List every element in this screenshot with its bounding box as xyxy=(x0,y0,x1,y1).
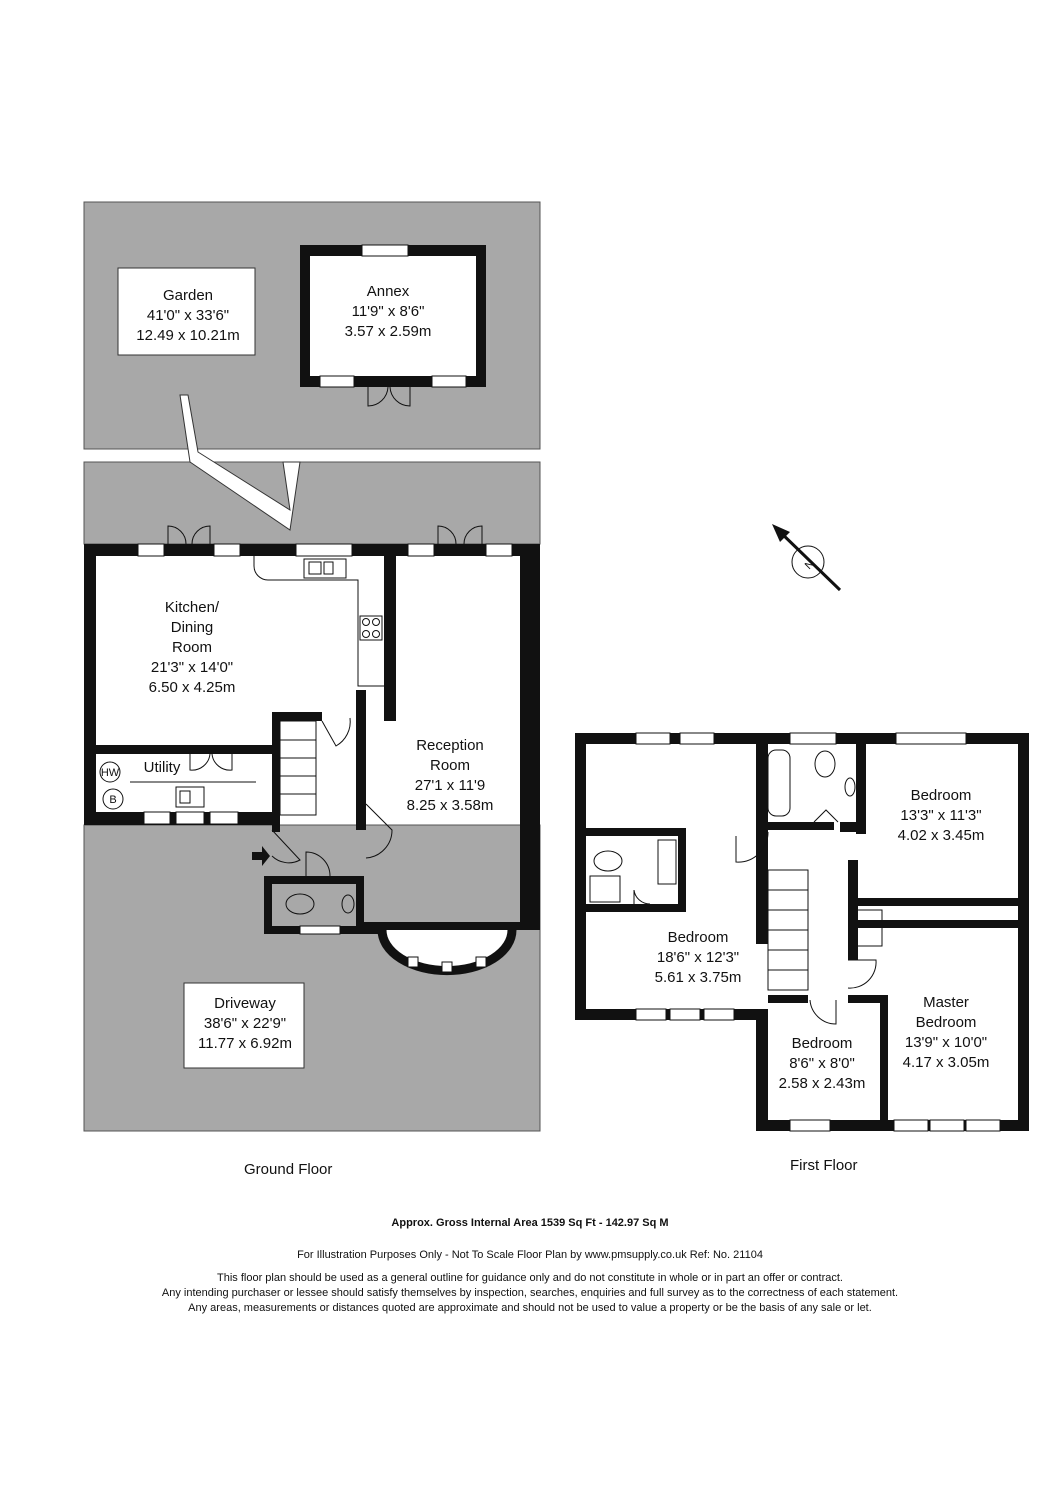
disclaimer-line-1: This floor plan should be used as a gene… xyxy=(217,1272,843,1284)
bedroom-large-imperial: 18'6" x 12'3" xyxy=(657,949,739,966)
entrance-arrow-icon xyxy=(252,846,270,866)
master-name-1: Master xyxy=(923,994,969,1011)
ensuite-shower-icon xyxy=(589,875,621,903)
annex-name: Annex xyxy=(367,283,410,300)
first-windows xyxy=(635,732,1001,1132)
bedroom-large-metric: 5.61 x 3.75m xyxy=(655,969,742,986)
toilet-icon xyxy=(285,893,315,915)
hot-water-label: HW xyxy=(101,767,120,779)
upstairs-toilet-icon xyxy=(814,750,836,778)
bedroom-small-imperial: 8'6" x 8'0" xyxy=(789,1055,855,1072)
compass-icon xyxy=(772,524,842,592)
ground-doors xyxy=(167,525,483,877)
first-floor-walls xyxy=(575,733,1029,1131)
bedroom-right-imperial: 13'3" x 11'3" xyxy=(900,807,981,824)
hob-icon xyxy=(359,615,383,641)
kitchen-counter xyxy=(253,556,384,687)
upstairs-basin-icon xyxy=(844,777,856,797)
first-stairs xyxy=(767,869,809,991)
hot-water-icon xyxy=(99,761,121,783)
reception-imperial: 27'1 x 11'9 xyxy=(415,777,486,794)
master-name-2: Bedroom xyxy=(916,1014,977,1031)
annex-building xyxy=(300,244,486,407)
bedroom-right-metric: 4.02 x 3.45m xyxy=(898,827,985,844)
kitchen-metric: 6.50 x 4.25m xyxy=(149,679,236,696)
patio-area xyxy=(83,461,541,545)
annex-imperial: 11'9" x 8'6" xyxy=(352,303,425,320)
reception-metric: 8.25 x 3.58m xyxy=(407,797,494,814)
garden-path xyxy=(179,394,301,531)
ensuite-basin-icon xyxy=(657,839,677,885)
annex-metric: 3.57 x 2.59m xyxy=(345,323,432,340)
boiler-label: B xyxy=(109,794,116,806)
ground-stairs xyxy=(279,720,317,816)
ground-windows xyxy=(137,543,513,935)
kitchen-name-1: Kitchen/ xyxy=(165,599,220,616)
utility-name: Utility xyxy=(144,759,181,776)
bedroom-small-metric: 2.58 x 2.43m xyxy=(779,1075,866,1092)
room-labels: Garden 41'0" x 33'6" 12.49 x 10.21m Anne… xyxy=(136,283,989,1092)
bath-icon xyxy=(767,749,791,817)
first-floor-label: First Floor xyxy=(790,1157,858,1174)
driveway-area xyxy=(83,824,541,1132)
kitchen-imperial: 21'3" x 14'0" xyxy=(151,659,233,676)
garden-label-box xyxy=(117,267,256,356)
ensuite-toilet-icon xyxy=(593,850,623,872)
bedroom-small-name: Bedroom xyxy=(792,1035,853,1052)
first-doors xyxy=(633,809,877,1025)
shower-icon xyxy=(851,909,883,947)
garden-imperial: 41'0" x 33'6" xyxy=(147,307,229,324)
driveway-label-box xyxy=(183,982,305,1069)
kitchen-name-3: Room xyxy=(172,639,212,656)
illustration-note: For Illustration Purposes Only - Not To … xyxy=(297,1249,763,1261)
disclaimer-line-2: Any intending purchaser or lessee should… xyxy=(161,1287,899,1299)
disclaimer: This floor plan should be used as a gene… xyxy=(0,1271,1060,1316)
kitchen-name-2: Dining xyxy=(171,619,214,636)
driveway-name: Driveway xyxy=(214,995,276,1012)
bedroom-right-name: Bedroom xyxy=(911,787,972,804)
ground-floor-label: Ground Floor xyxy=(244,1161,333,1178)
boiler-icon xyxy=(102,788,124,810)
driveway-metric: 11.77 x 6.92m xyxy=(198,1035,292,1052)
basin-icon xyxy=(341,894,355,914)
driveway-imperial: 38'6" x 22'9" xyxy=(204,1015,286,1032)
master-metric: 4.17 x 3.05m xyxy=(903,1054,990,1071)
bedroom-large-name: Bedroom xyxy=(668,929,729,946)
gross-area-text: Approx. Gross Internal Area 1539 Sq Ft -… xyxy=(391,1217,669,1229)
outdoor-areas xyxy=(83,201,541,1132)
bay-window xyxy=(377,929,517,976)
disclaimer-line-3: Any areas, measurements or distances quo… xyxy=(188,1302,872,1314)
reception-name-2: Room xyxy=(430,757,470,774)
ground-floor-walls xyxy=(84,544,540,934)
garden-metric: 12.49 x 10.21m xyxy=(136,327,239,344)
master-imperial: 13'9" x 10'0" xyxy=(905,1034,987,1051)
garden-name: Garden xyxy=(163,287,213,304)
reception-name-1: Reception xyxy=(416,737,484,754)
